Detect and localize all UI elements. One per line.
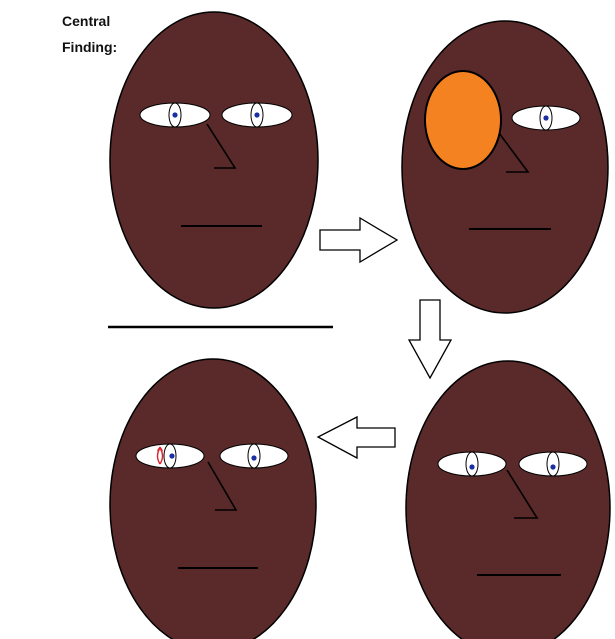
- pupil-icon: [172, 112, 177, 117]
- face-result: [110, 359, 316, 639]
- face-head: [406, 361, 610, 639]
- right-eye: [220, 444, 288, 468]
- arrow-right-icon: [320, 218, 397, 262]
- face-eye-covered: [402, 21, 608, 313]
- pupil-icon: [251, 455, 256, 460]
- pupil-icon: [543, 115, 548, 120]
- pupil-icon: [169, 453, 174, 458]
- left-eye: [140, 103, 210, 127]
- face-before: [110, 12, 318, 308]
- face-uncovered: [406, 361, 610, 639]
- eye-cover-patch: [425, 71, 501, 169]
- right-eye: [519, 452, 587, 476]
- pupil-icon: [469, 464, 474, 469]
- arrow-left-icon: [318, 417, 395, 458]
- face-head: [110, 359, 316, 639]
- right-eye: [512, 106, 580, 130]
- right-eye: [222, 103, 292, 127]
- caption-line-2: Finding:: [62, 39, 117, 55]
- arrow-down-icon: [409, 300, 451, 378]
- left-eye: [136, 444, 204, 468]
- pupil-icon: [550, 464, 555, 469]
- pupil-icon: [254, 112, 259, 117]
- face-head: [402, 21, 608, 313]
- left-eye: [438, 452, 506, 476]
- face-head: [110, 12, 318, 308]
- caption-line-1: Central: [62, 13, 110, 29]
